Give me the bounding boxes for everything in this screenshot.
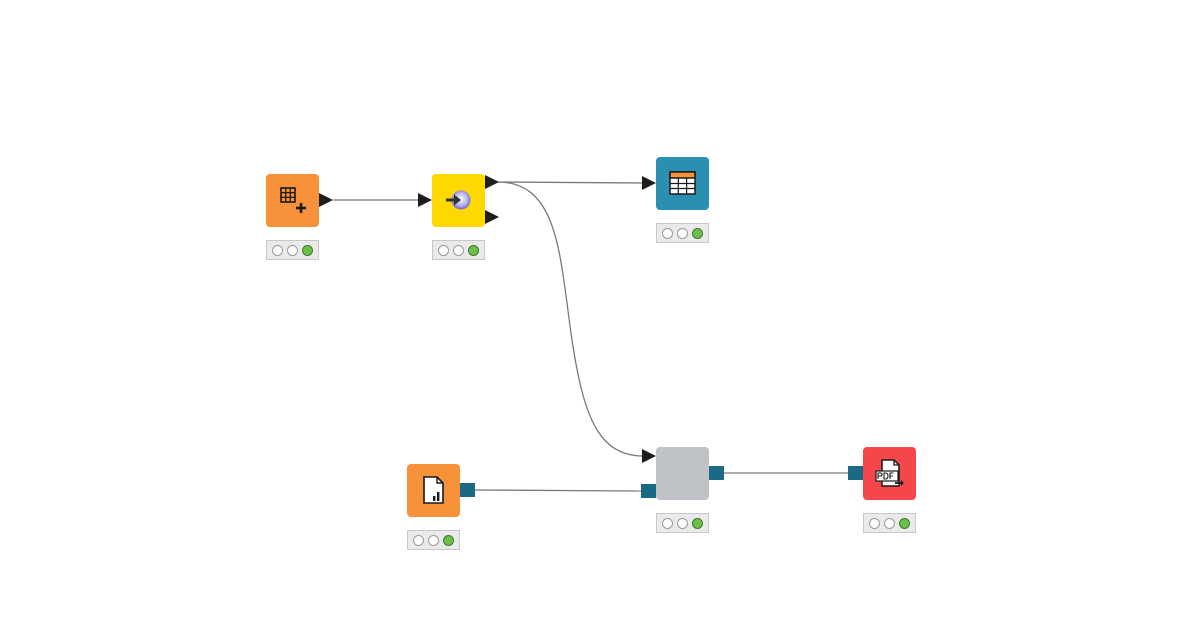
node-table-view[interactable] — [656, 157, 709, 210]
status-light-yellow — [677, 227, 688, 239]
pdf-icon — [875, 459, 904, 487]
status-table-creator — [266, 240, 319, 260]
table-view-input-port[interactable] — [642, 176, 656, 190]
status-light-red — [438, 244, 449, 256]
status-light-yellow — [287, 244, 298, 256]
component-input-input-port[interactable] — [418, 193, 432, 207]
status-light-green — [468, 244, 479, 256]
status-report-component — [656, 513, 709, 533]
table-icon — [669, 171, 696, 195]
status-light-red — [662, 517, 673, 529]
node-pdf-writer[interactable] — [863, 447, 916, 500]
report-component-report-input-port[interactable] — [641, 484, 656, 498]
status-table-view — [656, 223, 709, 243]
status-light-green — [692, 227, 703, 239]
connection-component-input-to-table-view[interactable] — [497, 181, 643, 184]
status-light-red — [272, 244, 283, 256]
status-light-red — [662, 227, 673, 239]
status-light-yellow — [677, 517, 688, 529]
status-light-yellow — [428, 534, 439, 546]
connection-component-input-to-report-component[interactable] — [497, 181, 643, 457]
node-component-input[interactable] — [432, 174, 485, 227]
report-component-report-output-port[interactable] — [709, 466, 724, 480]
component-input-output-port-2[interactable] — [485, 210, 499, 224]
status-light-green — [302, 244, 313, 256]
connection-report-template-to-report-component[interactable] — [474, 489, 642, 492]
status-component-input — [432, 240, 485, 260]
table-creator-output-port[interactable] — [319, 193, 333, 207]
status-light-red — [869, 517, 880, 529]
table-create-icon — [280, 187, 306, 213]
status-light-green — [692, 517, 703, 529]
node-table-creator[interactable] — [266, 174, 319, 227]
status-light-red — [413, 534, 424, 546]
status-light-yellow — [884, 517, 895, 529]
report-file-icon — [423, 476, 444, 504]
status-light-green — [899, 517, 910, 529]
component-icon — [656, 447, 709, 500]
status-pdf-writer — [863, 513, 916, 533]
component-input-icon — [446, 190, 471, 210]
status-report-template — [407, 530, 460, 550]
status-light-yellow — [453, 244, 464, 256]
report-component-data-input-port[interactable] — [642, 449, 656, 463]
pdf-writer-input-port[interactable] — [848, 466, 863, 480]
report-template-output-port[interactable] — [460, 483, 475, 497]
node-report-template[interactable] — [407, 464, 460, 517]
node-report-component[interactable] — [656, 447, 709, 500]
component-input-output-port-1[interactable] — [485, 175, 499, 189]
status-light-green — [443, 534, 454, 546]
